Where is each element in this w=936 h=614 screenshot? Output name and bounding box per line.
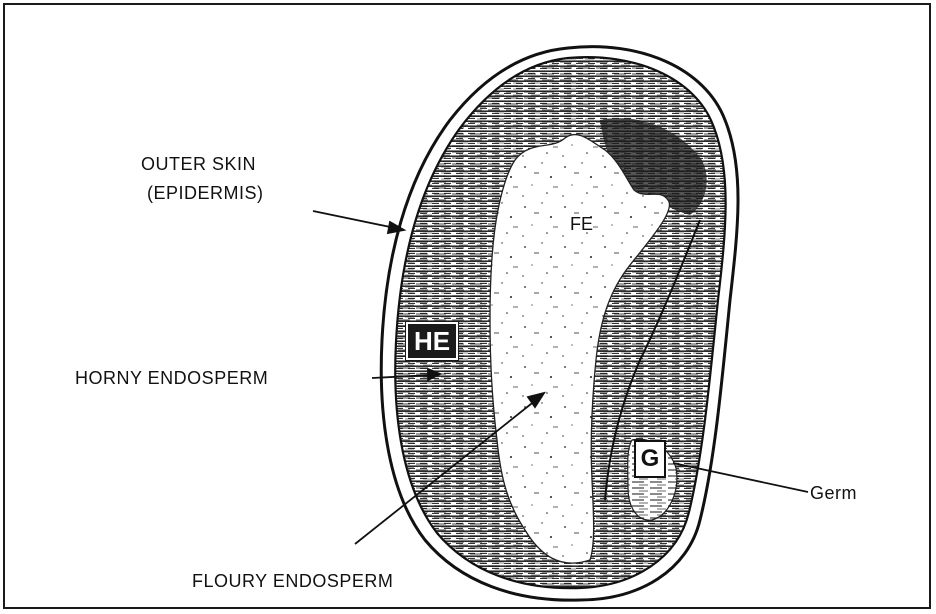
he-marker: HE [406, 322, 458, 360]
germ-label: Germ [810, 483, 857, 503]
floury-endosperm-label: FLOURY ENDOSPERM [192, 571, 393, 591]
epidermis-label: (EPIDERMIS) [147, 183, 264, 203]
g-marker: G [634, 440, 666, 478]
fe-marker: FE [570, 214, 593, 235]
epidermis-leader [313, 211, 395, 228]
horny-endosperm-label: HORNY ENDOSPERM [75, 368, 268, 388]
outer-skin-label: OUTER SKIN [141, 154, 256, 174]
